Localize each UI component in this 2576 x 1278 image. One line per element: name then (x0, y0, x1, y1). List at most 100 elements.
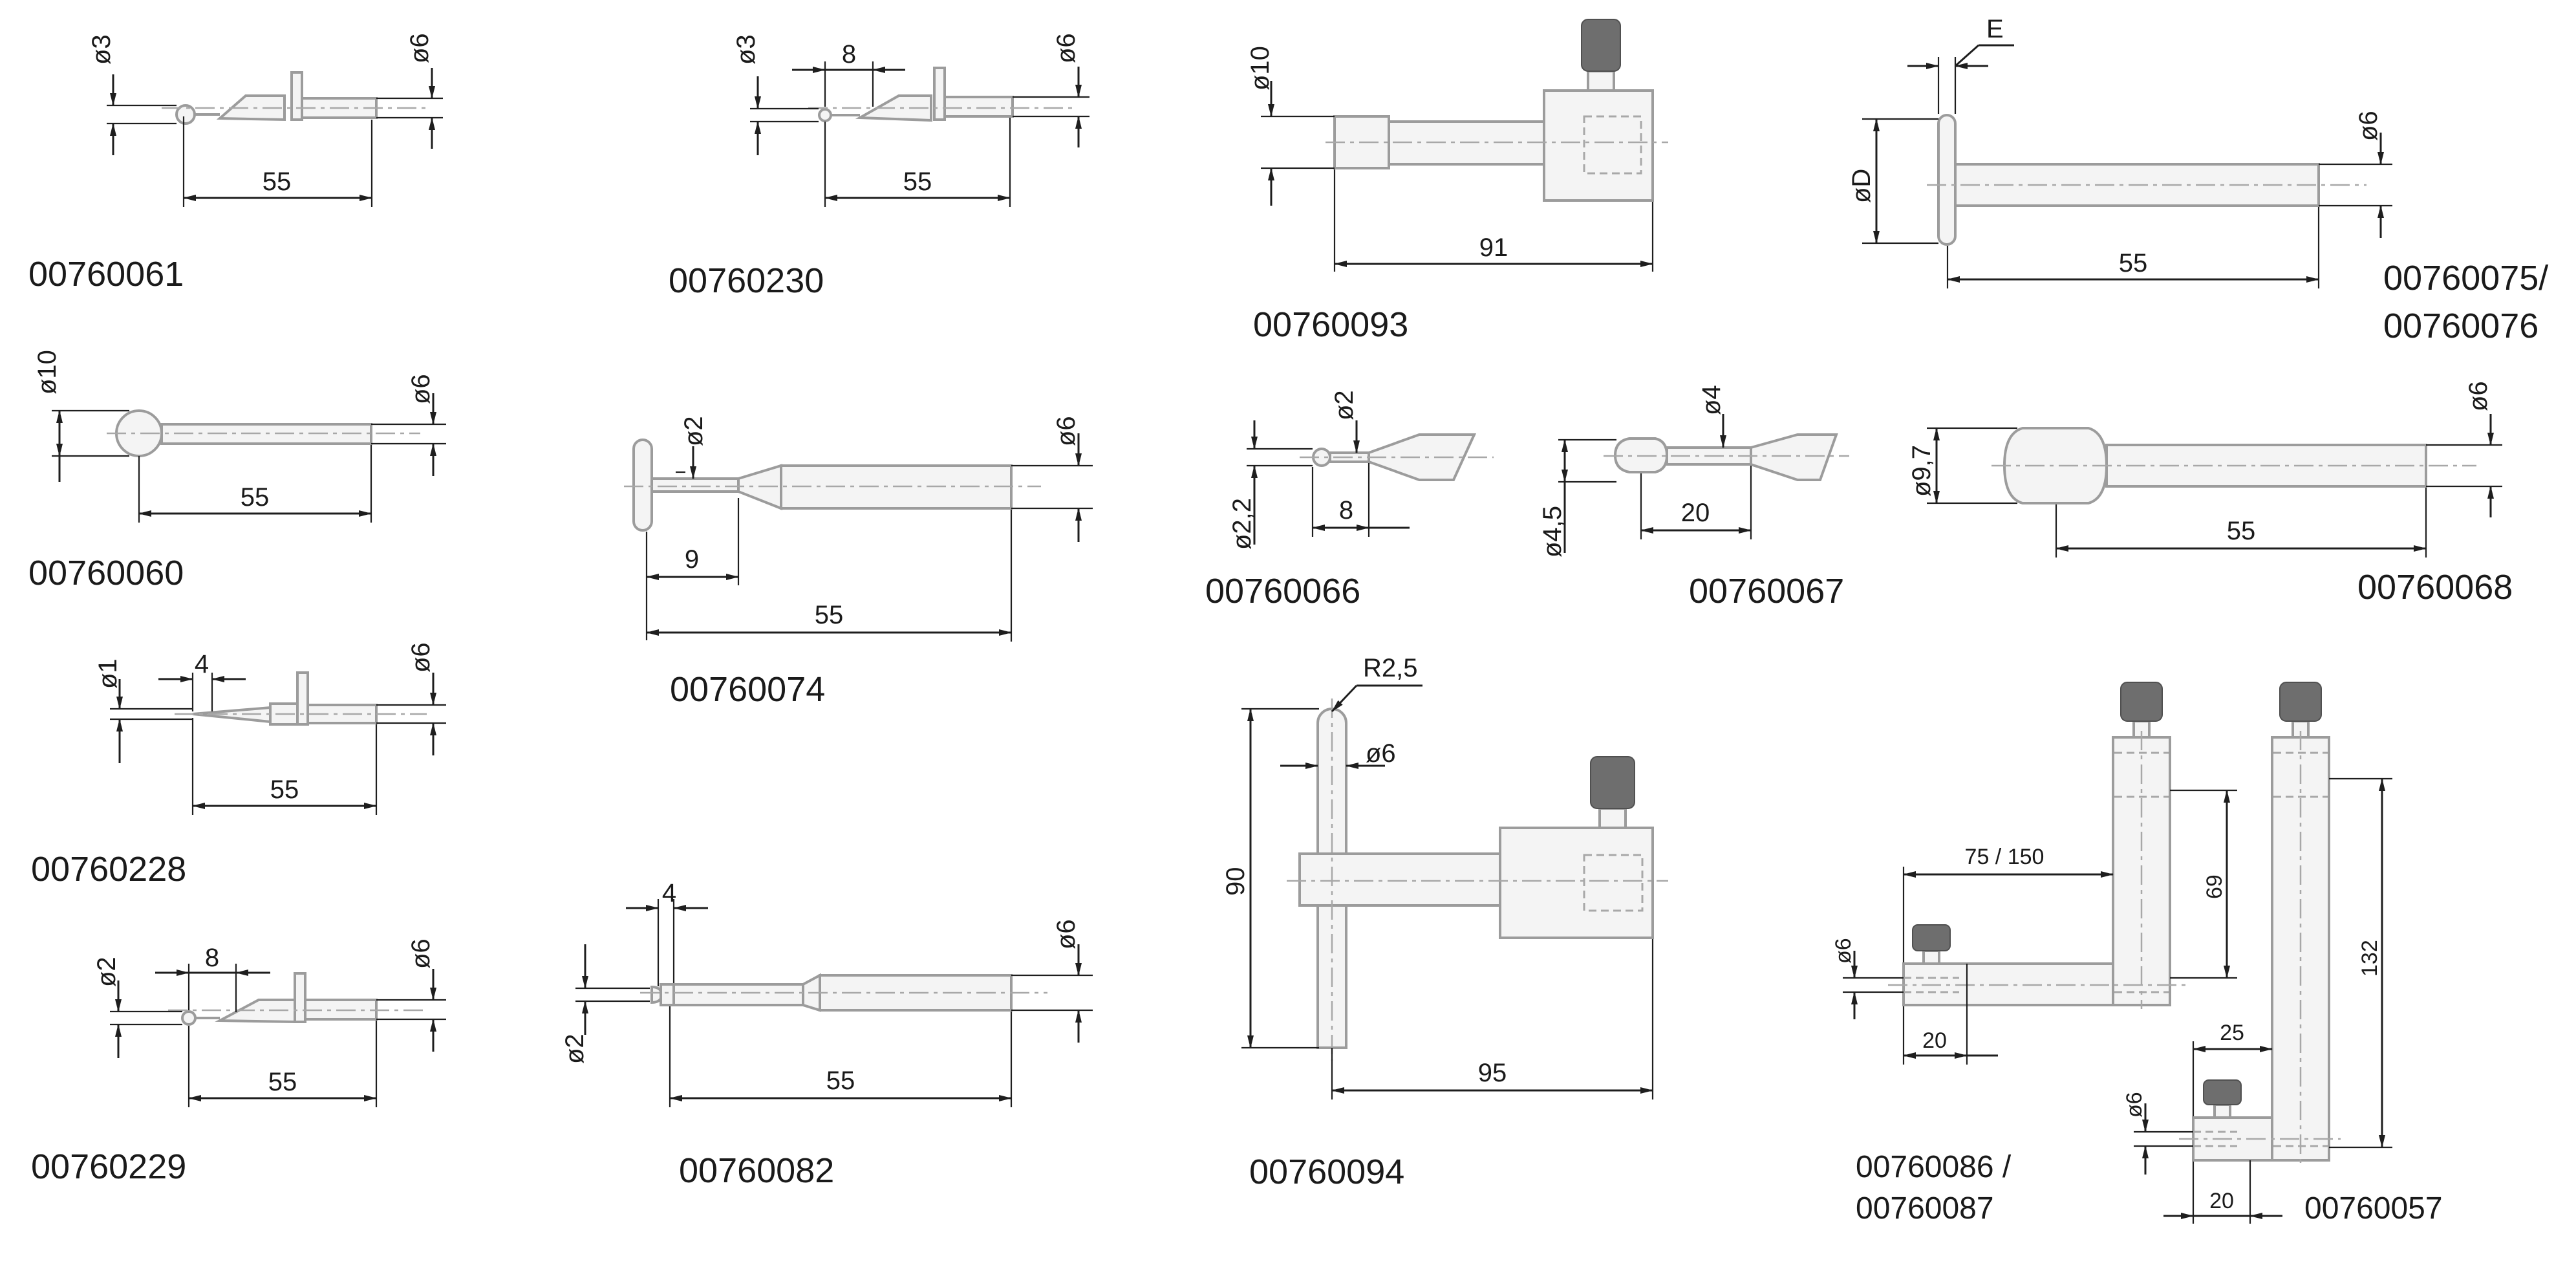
dim-dia-shank: ø6 (1013, 33, 1089, 147)
dim-label: 55 (241, 483, 270, 512)
dim-radius: R2,5 (1331, 654, 1422, 713)
dim-offset: 8 (792, 40, 905, 107)
dim-label: 55 (268, 1068, 297, 1096)
part-code: 00760082 (679, 1151, 834, 1190)
dim-label: ø2 (561, 1034, 589, 1064)
dim-length: 55 (182, 116, 373, 207)
dim-label: 8 (1339, 496, 1353, 525)
part-00760057: 132 25 ø6 20 00760057 (2122, 682, 2443, 1226)
dim-dia-shank: ø6 (376, 642, 446, 755)
part-00760060: ø10 ø6 55 00760060 (28, 350, 446, 592)
part-code-line-1: 00760086 / (1856, 1150, 2012, 1184)
part-code: 00760067 (1689, 572, 1844, 611)
part-code: 00760093 (1253, 305, 1408, 344)
dim-reach: 25 (2192, 1021, 2273, 1116)
dim-label: ø2 (680, 416, 708, 446)
part-00760228: ø1 4 ø6 55 00760228 (31, 642, 446, 889)
dim-dia-ball: ø10 (33, 350, 129, 482)
dim-label: 55 (263, 168, 292, 196)
dim-label: 20 (2209, 1189, 2234, 1213)
part-00760230: ø3 8 ø6 55 00760230 (669, 33, 1089, 300)
part-code: 00760230 (669, 261, 824, 300)
dim-label: 25 (2220, 1021, 2244, 1045)
dim-label: ø4,5 (1538, 506, 1567, 558)
dim-neck-len: 20 (1640, 466, 1752, 539)
dim-label: 55 (815, 601, 844, 629)
part-code: 00760074 (670, 670, 825, 709)
dim-length: 55 (191, 718, 378, 815)
dim-dia: ø10 (1246, 46, 1335, 206)
dim-length: 55 (1946, 207, 2320, 288)
dim-label: 4 (662, 879, 676, 907)
dim-dia-pin: ø6 (1280, 739, 1396, 769)
dim-dia-shank: ø6 (376, 33, 443, 149)
part-code: 00760094 (1249, 1153, 1404, 1191)
part-code: 00760061 (28, 255, 184, 294)
dim-dia-tip: ø2 (1330, 390, 1360, 453)
part-00760074: ø2 ø6 9 55 00760074 (624, 416, 1093, 709)
dim-label: ø2 (1330, 390, 1358, 420)
dim-label: ø10 (33, 350, 61, 395)
dim-length: 55 (2055, 488, 2427, 558)
dim-label: ø6 (1052, 416, 1080, 446)
dim-label: 132 (2357, 940, 2382, 977)
dim-label: 91 (1479, 233, 1508, 262)
dim-reach: 75 / 150 (1902, 845, 2114, 962)
dim-dia-shank: ø6 (376, 938, 446, 1052)
dim-label: ø3 (87, 34, 116, 65)
dim-label: ø6 (2464, 381, 2493, 411)
part-code: 00760228 (31, 850, 186, 889)
part-00760066: ø2 ø2,2 8 00760066 (1205, 390, 1494, 611)
dim-dia-shank: ø6 (1011, 416, 1093, 542)
dim-dia-neck: ø2 (676, 416, 708, 479)
dim-dia-disc: øD (1847, 118, 1938, 244)
part-code: 00760057 (2304, 1191, 2443, 1226)
part-00760061: ø3 ø6 55 00760061 (28, 33, 443, 294)
dim-label: ø2,2 (1228, 498, 1256, 550)
part-code: 00760060 (28, 554, 184, 592)
dim-label: 9 (685, 545, 699, 574)
dim-label: ø1 (94, 658, 122, 689)
dim-label: 55 (826, 1067, 855, 1095)
dim-length: 95 (1331, 939, 1654, 1099)
dim-length: 55 (138, 445, 372, 523)
dim-length: 55 (824, 118, 1011, 207)
dim-label: 4 (195, 650, 209, 678)
stylus-drawing (1300, 433, 1494, 481)
dim-tip-len: 4 (158, 650, 246, 711)
dim-label: ø6 (1052, 33, 1080, 63)
part-code-line-1: 00760075/ (2383, 259, 2548, 298)
part-00760229: ø2 8 ø6 55 00760229 (31, 938, 446, 1186)
dim-label: ø6 (407, 374, 435, 404)
dim-length: 55 (669, 1006, 1013, 1107)
dim-label: 55 (2227, 517, 2256, 545)
dim-dia-ball: ø4,5 (1538, 439, 1616, 558)
dim-label: øD (1847, 169, 1876, 203)
barrel-stylus-drawing (1991, 427, 2476, 504)
dim-label: ø6 (405, 33, 434, 63)
dim-dia-barrel: ø9,7 (1907, 427, 2017, 504)
dim-label: ø4 (1697, 385, 1726, 415)
dim-dia-tip: ø3 (87, 34, 177, 155)
dim-label: R2,5 (1363, 654, 1418, 682)
part-code: 00760229 (31, 1147, 186, 1186)
dim-dia: ø6 (2122, 1092, 2193, 1175)
dim-length: 55 (188, 1021, 378, 1107)
dim-dia: ø6 (1831, 938, 1904, 1019)
dim-e: E (1907, 15, 2014, 114)
l-holder-drawing (1888, 682, 2185, 1009)
ball-stylus-drawing (107, 409, 420, 457)
tall-holder-drawing (2179, 682, 2341, 1164)
part-code: 00760068 (2357, 568, 2513, 607)
dim-label: ø6 (1366, 739, 1396, 768)
dim-label: ø9,7 (1907, 445, 1936, 497)
dim-label: ø6 (1831, 938, 1856, 964)
dim-label: ø6 (407, 938, 435, 969)
dim-neck-len: 9 (645, 498, 740, 640)
dim-dia-tip: ø3 (732, 34, 819, 155)
dim-label: 55 (270, 775, 299, 804)
dim-height: 90 (1221, 708, 1319, 1049)
dim-label: 55 (903, 168, 932, 196)
dim-label: ø10 (1246, 46, 1274, 91)
